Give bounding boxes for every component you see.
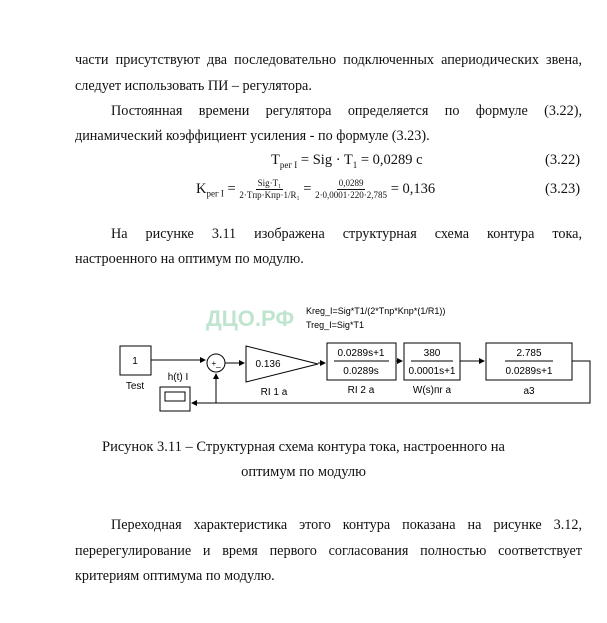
tf3-num: 2.785 [516, 348, 541, 359]
scope-label: h(t) I [168, 372, 189, 383]
tf2-den: 0.0001s+1 [409, 366, 456, 377]
equation-3-22: Tрег I = Sig · T1 = 0,0289 с [271, 152, 423, 170]
gain-value: 0.136 [255, 359, 280, 370]
tf2-num: 380 [424, 348, 441, 359]
eq-text: = 0,136 [390, 180, 436, 197]
eq-text: = 0,0289 с [357, 152, 423, 168]
denominator: 2·Tпр·Kпр·1/R₁ [239, 190, 300, 200]
tf1-num: 0.0289s+1 [338, 348, 385, 359]
test-block[interactable] [119, 345, 152, 376]
eq-text: = Sig · T [297, 152, 353, 168]
eq-text: K [196, 180, 207, 197]
paragraph-line: Постоянная времени регулятора определяет… [111, 103, 582, 119]
eq-sub: рег I [279, 159, 298, 170]
paragraph-line: перерегулирование и время первого соглас… [75, 543, 582, 559]
eq-sub: рег I [206, 188, 224, 199]
numerator: 0,0289 [336, 178, 366, 190]
paragraph-line: Переходная характеристика этого контура … [111, 517, 582, 533]
figure-caption: Рисунок 3.11 – Структурная схема контура… [102, 439, 505, 455]
gain-label: RI 1 a [261, 387, 288, 398]
paragraph-line: части присутствуют два последовательно п… [75, 52, 582, 68]
tf1-label: RI 2 a [348, 385, 375, 396]
eq-sub: 1 [352, 159, 358, 170]
eq-text: T [271, 152, 280, 168]
feedback-line [191, 360, 591, 406]
test-label: Test [126, 381, 145, 392]
paragraph-line: На рисунке 3.11 изображена структурная с… [111, 226, 582, 242]
watermark: ДЦО.РФ [206, 306, 294, 331]
sum-signs: +_ [211, 359, 221, 368]
paragraph-line: следует использовать ПИ – регулятора. [75, 78, 312, 94]
paragraph-line: критериям оптимума по модулю. [75, 568, 275, 584]
denominator: 2·0,0001·220·2,785 [315, 190, 388, 200]
gain-block[interactable] [245, 345, 319, 383]
equation-number: (3.22) [545, 152, 581, 168]
tf3-label: a3 [523, 386, 535, 397]
test-value: 1 [132, 356, 138, 367]
figure-caption: оптимум по модулю [241, 464, 366, 480]
paragraph-line: настроенного на оптимум по модулю. [75, 251, 304, 267]
annotation-kreg: Kreg_I=Sig*T1/(2*Tnp*Knp*(1/R1)) [306, 306, 445, 316]
annotation-treg: Treg_I=Sig*T1 [306, 320, 364, 330]
paragraph-line: динамический коэффициент усиления - по ф… [75, 128, 430, 144]
equation-number: (3.23) [545, 181, 581, 197]
tf2-label: W(s)пr a [413, 385, 452, 396]
numerator: Sig·T₁ [255, 178, 284, 190]
tf3-den: 0.0289s+1 [506, 366, 553, 377]
tf1-den: 0.0289s [343, 366, 379, 377]
